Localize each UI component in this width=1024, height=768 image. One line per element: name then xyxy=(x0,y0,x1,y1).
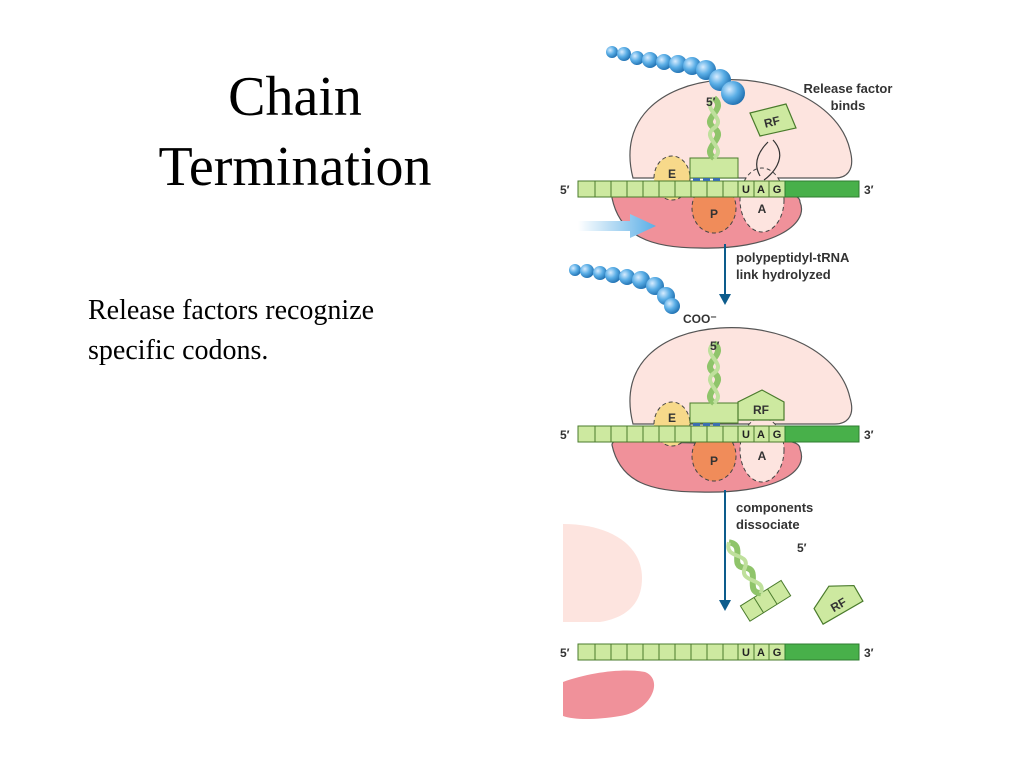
codon-g-2: G xyxy=(773,429,782,441)
p-site-label-2: P xyxy=(710,454,718,468)
polypeptide-chain xyxy=(606,46,745,105)
codon-a-3: A xyxy=(757,647,765,659)
mrna-strand-3 xyxy=(577,643,860,661)
p-site-2 xyxy=(691,430,737,482)
free-release-factor: RF xyxy=(813,584,864,625)
a-site-label-2: A xyxy=(758,449,767,463)
release-factor: RF xyxy=(749,103,797,137)
slide-body-text: Release factors recognize specific codon… xyxy=(88,291,488,371)
trna-five-prime-label: 5′ xyxy=(706,95,716,109)
release-factor-binds-label-2: binds xyxy=(831,98,866,113)
free-trna-five-prime: 5′ xyxy=(797,541,807,555)
codon-g-3: G xyxy=(773,647,782,659)
stage-1-release-factor-binds: E P A 5′ RF Release factor binds xyxy=(560,46,893,249)
step-2-label-1: components xyxy=(736,500,813,515)
coo-minus-label: COO⁻ xyxy=(683,312,717,326)
step-1-arrow xyxy=(719,244,731,305)
large-subunit xyxy=(629,79,853,179)
slide-title: Chain Termination xyxy=(95,62,495,202)
free-large-subunit xyxy=(563,524,642,622)
body-line-2: specific codons. xyxy=(88,335,269,366)
mrna-five-prime-3: 5′ xyxy=(560,646,570,660)
step-2-label-2: dissociate xyxy=(736,517,800,532)
codon-g-1: G xyxy=(773,184,782,196)
mrna-strand-2 xyxy=(577,423,860,443)
stage-2-hydrolyzed: E P A 5′ RF U A G xyxy=(560,327,874,493)
step-1-label-2: link hydrolyzed xyxy=(736,267,831,282)
a-site-label: A xyxy=(758,202,767,216)
free-trna xyxy=(726,539,792,622)
title-line-1: Chain xyxy=(228,66,362,128)
codon-a-2: A xyxy=(757,429,765,441)
trna-anticodon-block xyxy=(689,157,739,179)
large-subunit-2 xyxy=(629,327,853,425)
mrna-five-prime-1: 5′ xyxy=(560,183,570,197)
mrna-three-prime-3: 3′ xyxy=(864,646,874,660)
e-site-label-2: E xyxy=(668,411,676,425)
rf-label: RF xyxy=(763,113,782,130)
trna-stem-2 xyxy=(708,96,720,160)
release-factor-binds-label-1: Release factor xyxy=(804,81,893,96)
trna-stem-2b xyxy=(708,341,720,405)
rf-label-3: RF xyxy=(828,595,849,615)
released-polypeptide xyxy=(569,264,680,314)
codon-u-1: U xyxy=(742,184,750,196)
e-site-label: E xyxy=(668,167,676,181)
rf-binding-arrow xyxy=(763,139,781,181)
trna-five-prime-label-2: 5′ xyxy=(710,339,720,353)
step-2-arrow xyxy=(719,490,731,611)
mrna-five-prime-2: 5′ xyxy=(560,428,570,442)
rf-label-2: RF xyxy=(753,403,769,417)
title-line-2: Termination xyxy=(158,136,432,198)
codon-u-2: U xyxy=(742,429,750,441)
mrna-three-prime-1: 3′ xyxy=(864,183,874,197)
free-small-subunit xyxy=(563,670,655,719)
codon-u-3: U xyxy=(742,647,750,659)
a-site xyxy=(739,167,785,233)
step-1-label-1: polypeptidyl-tRNA xyxy=(736,250,850,265)
trna-anticodon-block-2 xyxy=(689,402,739,424)
ribosome-movement-arrow xyxy=(578,214,656,238)
p-site-label: P xyxy=(710,207,718,221)
mrna-strand-1 xyxy=(577,178,860,198)
mrna-three-prime-2: 3′ xyxy=(864,428,874,442)
rf-binding-arrow-back xyxy=(756,141,769,177)
codon-a-1: A xyxy=(757,184,765,196)
body-line-1: Release factors recognize xyxy=(88,295,375,326)
release-factor-bound: RF xyxy=(737,389,785,421)
stage-3-dissociated: 5′ RF U A G 5′ 3′ xyxy=(560,524,874,719)
